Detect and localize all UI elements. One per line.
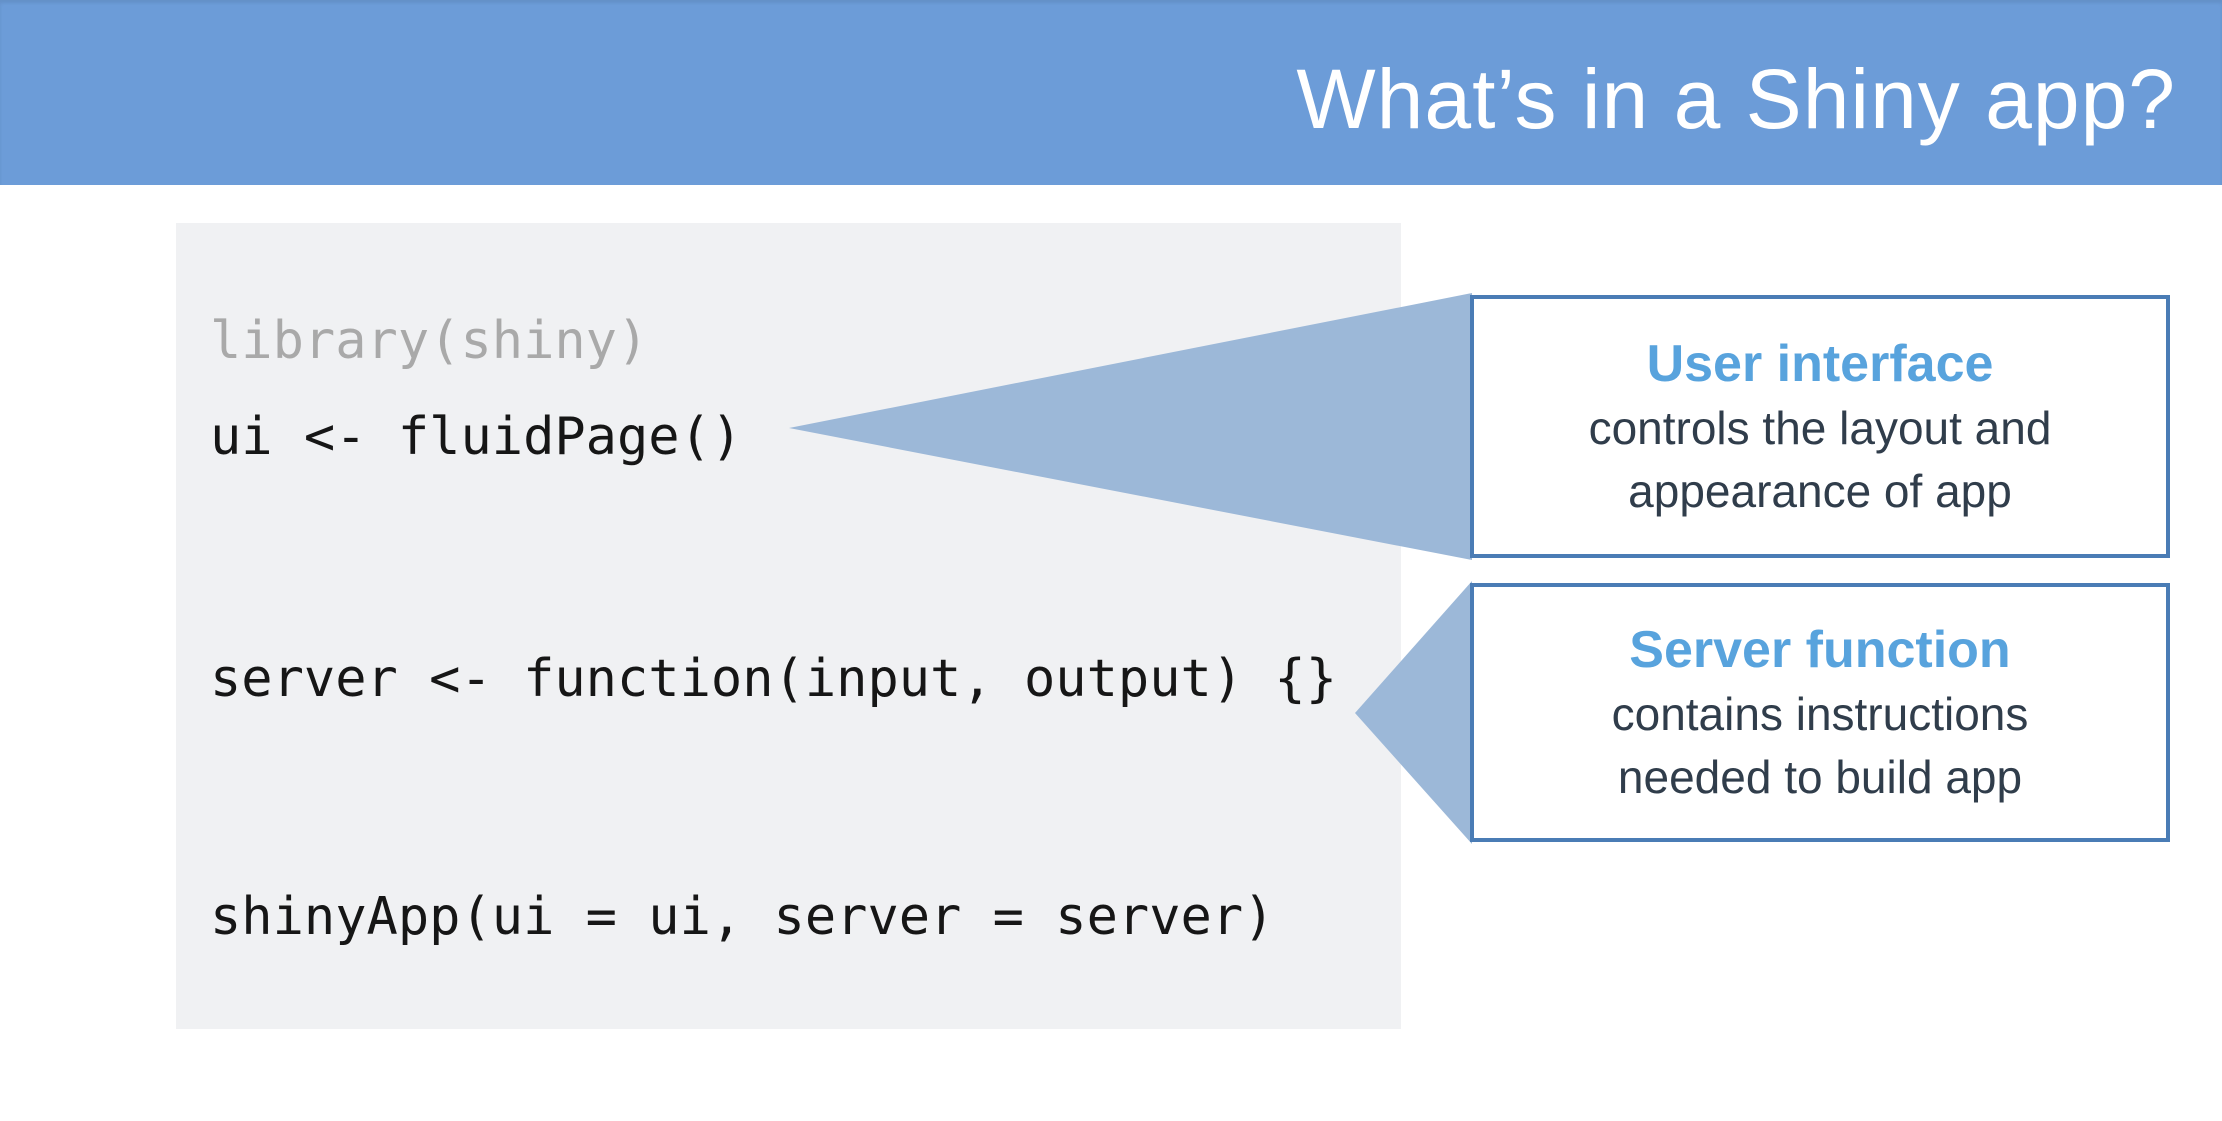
code-panel: library(shiny) ui <- fluidPage() server … [176,223,1401,1029]
ui-callout-heading: User interface [1646,334,1994,393]
code-line-ui: ui <- fluidPage() [210,407,743,467]
code-line-shinyapp: shinyApp(ui = ui, server = server) [210,887,1275,947]
code-line-library: library(shiny) [210,311,649,371]
slide-header: What’s in a Shiny app? [0,0,2222,185]
ui-callout-body-line2: appearance of app [1628,464,2012,517]
slide-title: What’s in a Shiny app? [1296,52,2176,146]
server-callout-box: Server function contains instructions ne… [1470,583,2170,842]
code-line-server: server <- function(input, output) {} [210,649,1338,709]
ui-callout-body-line1: controls the layout and [1588,401,2052,454]
server-callout-body-line1: contains instructions [1611,687,2029,740]
server-callout-heading: Server function [1629,620,2011,679]
server-callout-body-line2: needed to build app [1617,750,2023,803]
ui-callout-box: User interface controls the layout and a… [1470,295,2170,558]
